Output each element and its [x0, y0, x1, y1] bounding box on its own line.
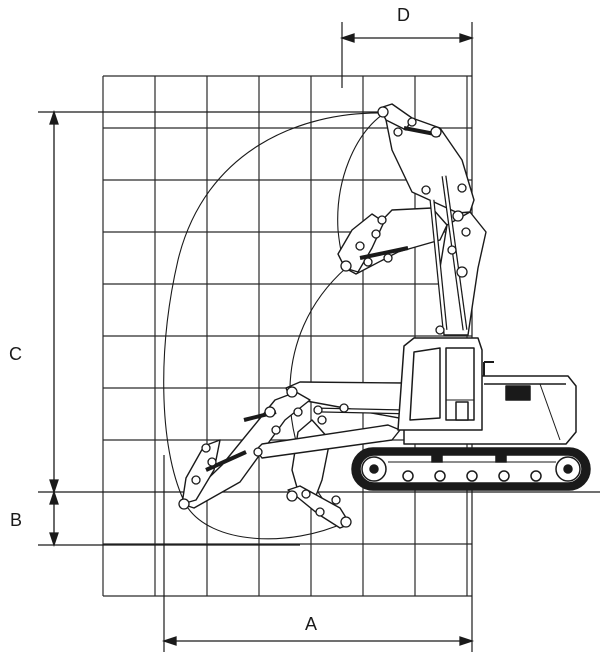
engine-grille	[505, 385, 531, 401]
track-assembly	[351, 447, 591, 491]
pin-joints	[178, 106, 471, 528]
dimension-label-b: B	[10, 510, 22, 530]
grid	[102, 75, 472, 597]
upper-attachment	[337, 103, 487, 336]
dimension-lines	[49, 33, 475, 646]
cab-window	[409, 347, 441, 421]
bucket-extended	[181, 439, 221, 505]
dimension-label-c: C	[9, 344, 22, 364]
outer-envelope-arc	[163, 112, 383, 540]
excavator-body	[397, 337, 577, 445]
dimension-label-a: A	[305, 614, 317, 634]
reference-lines	[38, 22, 600, 652]
dimension-label-d: D	[397, 5, 410, 25]
